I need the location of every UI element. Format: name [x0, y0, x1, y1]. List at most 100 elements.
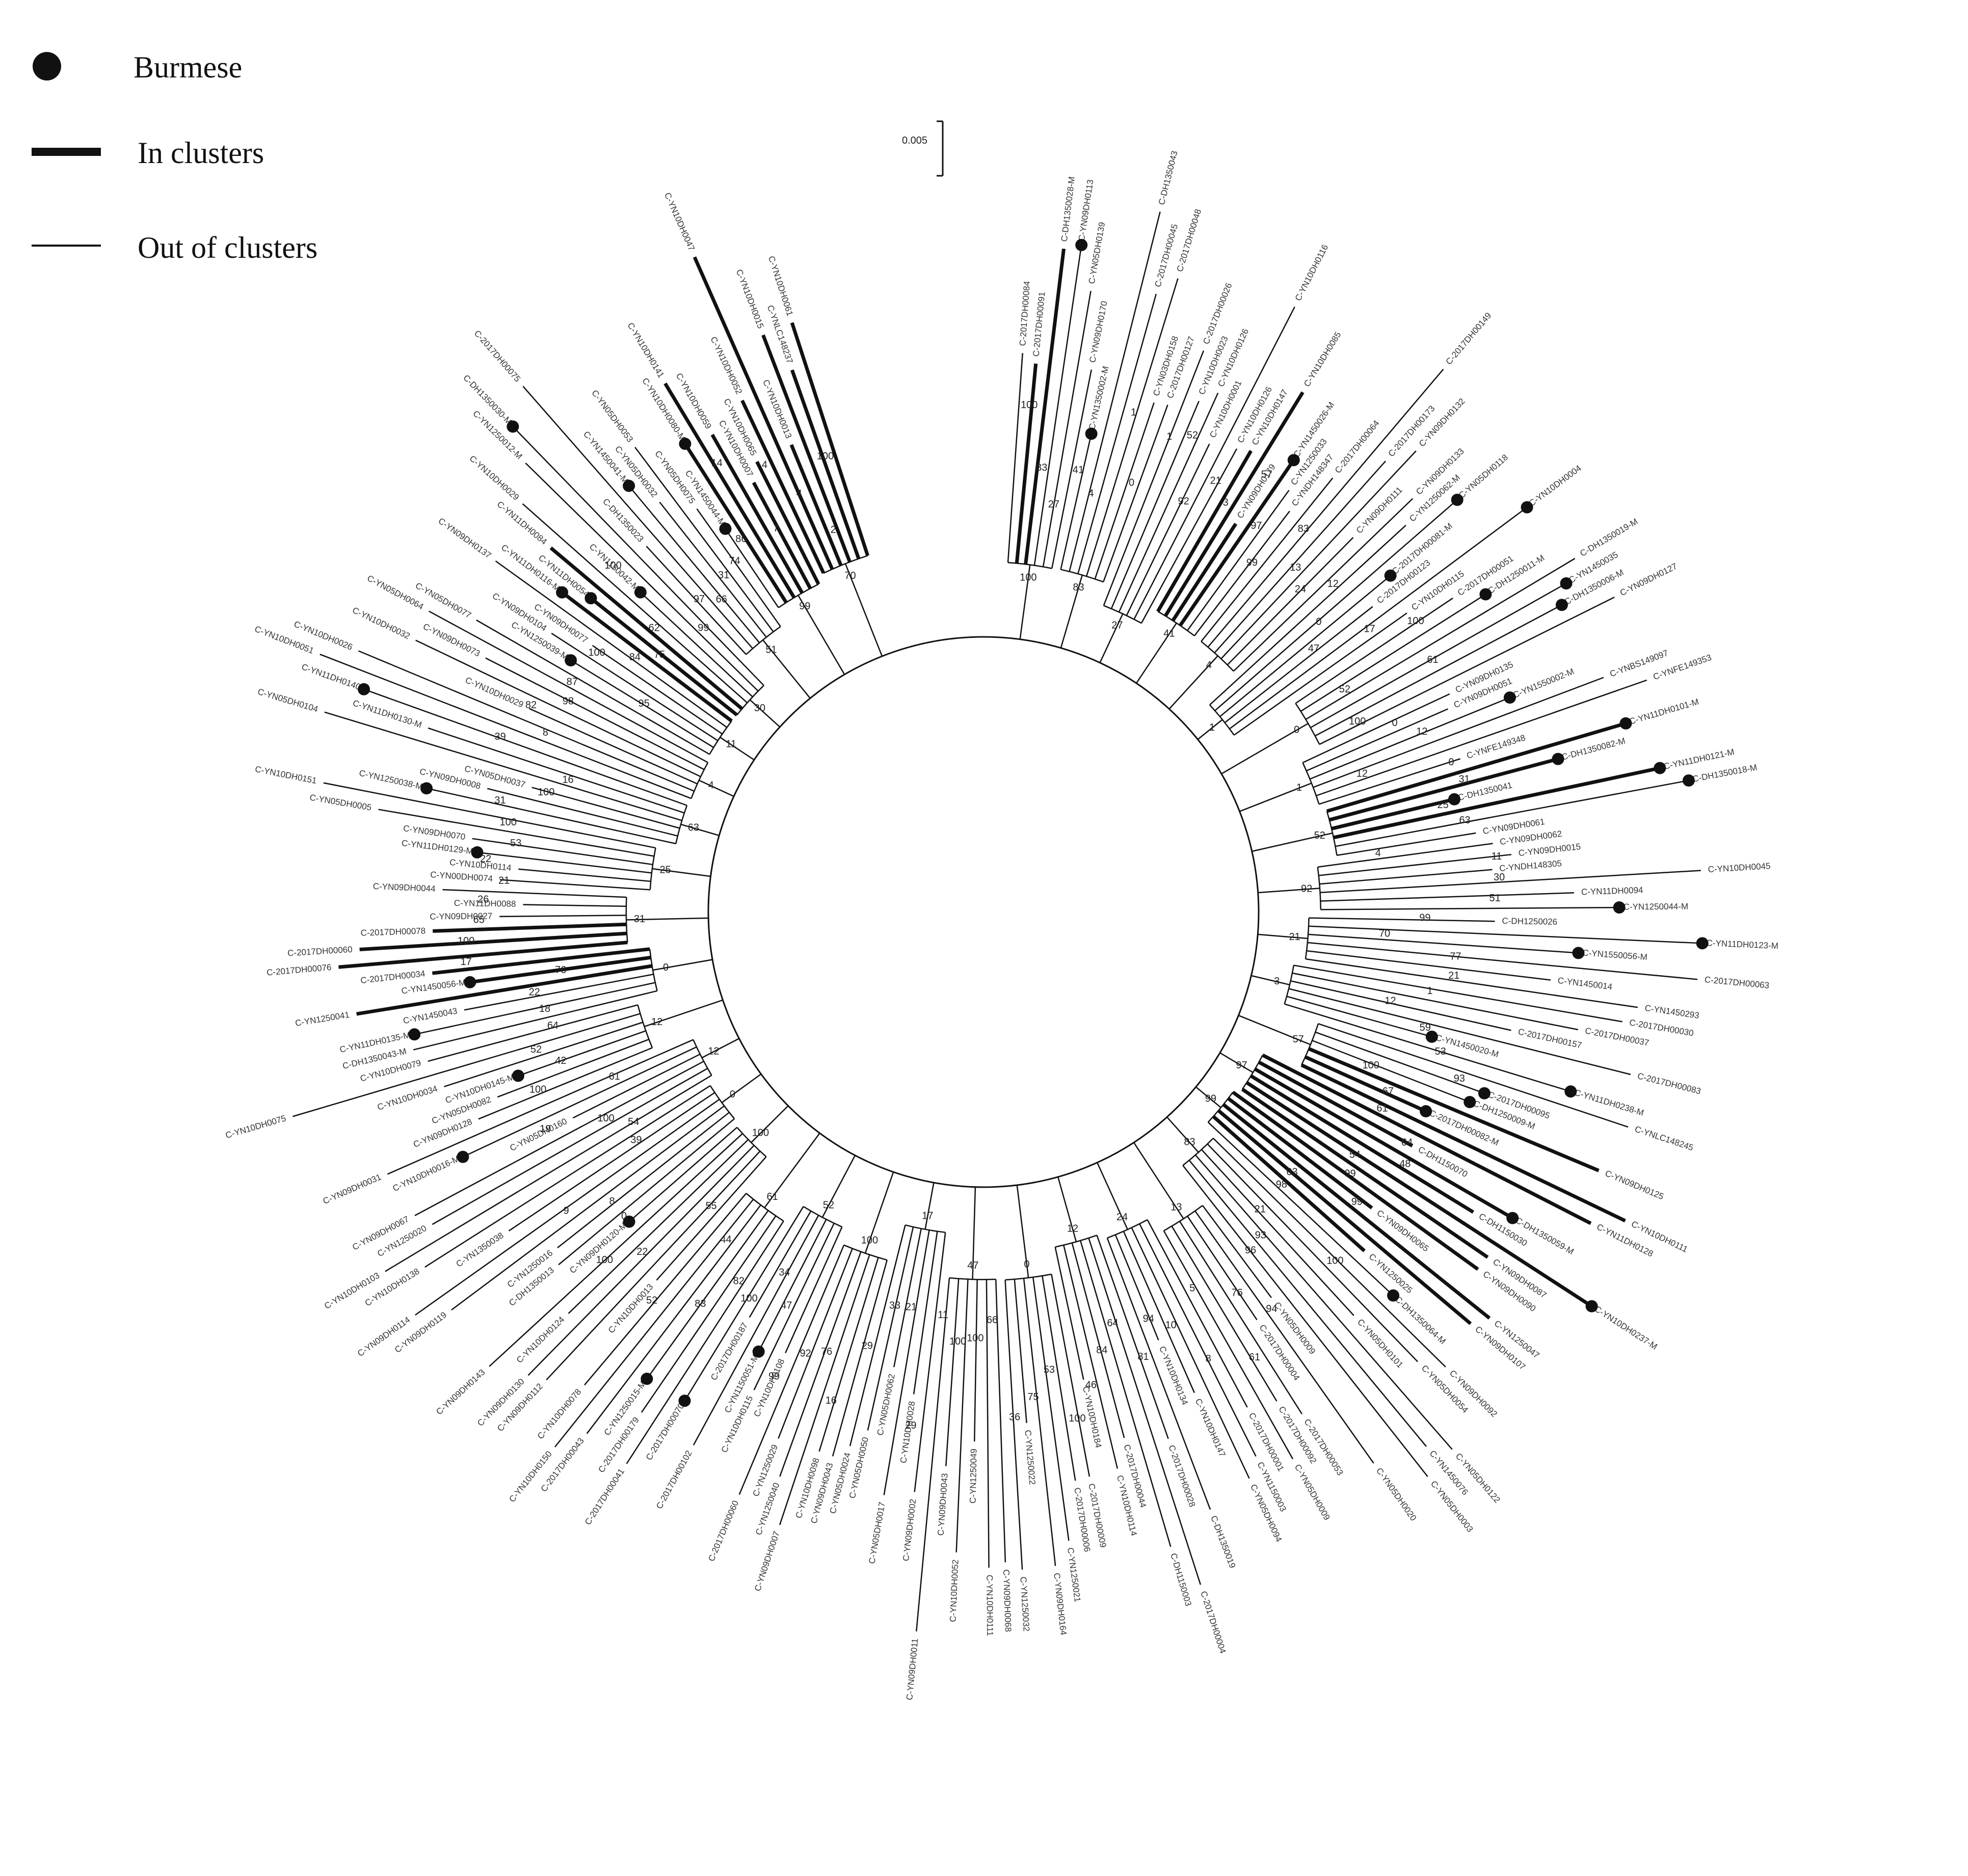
support-value: 3	[1274, 976, 1280, 987]
support-value: 52	[1339, 684, 1350, 695]
burmese-marker	[1696, 937, 1709, 950]
cluster-branch	[563, 593, 733, 722]
branch	[525, 462, 759, 692]
internal-branch	[644, 999, 723, 1028]
branch	[487, 788, 678, 837]
internal-branch	[1258, 888, 1320, 894]
support-value: 54	[1349, 1149, 1361, 1161]
support-value: 74	[729, 555, 740, 567]
burmese-marker	[1613, 901, 1626, 914]
scale-bar-label: 0.005	[902, 135, 927, 146]
branch	[1171, 1225, 1278, 1402]
branch	[1319, 596, 1615, 745]
support-value: 27	[1048, 499, 1059, 510]
branch	[945, 1278, 960, 1466]
support-value: 42	[555, 1055, 566, 1066]
branch	[1284, 1003, 1568, 1091]
support-value: 57	[1293, 1034, 1304, 1045]
support-value: 8	[1206, 1353, 1211, 1364]
branch	[974, 1279, 978, 1442]
branch	[417, 982, 656, 1035]
branch	[557, 1112, 730, 1248]
branch	[442, 889, 627, 898]
branch	[1306, 950, 1551, 981]
cluster-branch	[1241, 1087, 1489, 1259]
cluster-branch	[1227, 1097, 1373, 1210]
branch	[641, 1215, 777, 1413]
clade-arc	[1005, 1273, 1052, 1281]
clade-arc	[1302, 762, 1320, 805]
internal-branch	[864, 1171, 894, 1254]
branch	[1032, 1277, 1070, 1541]
branch	[648, 1210, 769, 1377]
cluster-branch	[693, 256, 834, 570]
legend: Burmese In clusters Out of clusters	[32, 50, 317, 264]
cluster-branch	[1300, 1063, 1626, 1223]
burmese-marker	[464, 976, 476, 988]
support-value: 9	[564, 1205, 569, 1217]
burmese-marker	[1387, 1289, 1400, 1302]
branch	[1110, 400, 1200, 609]
internal-branch	[797, 595, 845, 675]
burmese-marker	[678, 1395, 691, 1407]
legend-in-clusters-label: In clusters	[138, 136, 264, 170]
support-value: 4	[762, 459, 767, 470]
support-value: 21	[1289, 931, 1300, 943]
branch	[424, 1085, 711, 1268]
support-value: 97	[694, 594, 705, 605]
cluster-branch	[1217, 1109, 1472, 1325]
support-value: 63	[688, 822, 699, 833]
clade-arc	[709, 720, 732, 755]
branch	[785, 1226, 843, 1354]
branch	[849, 1225, 906, 1446]
internal-branch	[680, 823, 720, 836]
support-value: 22	[529, 987, 540, 998]
branch	[1214, 461, 1386, 654]
support-value: 5	[1189, 1283, 1195, 1294]
burmese-marker	[420, 782, 433, 795]
cluster-branch	[1331, 798, 1452, 830]
branch-group	[292, 211, 1701, 1631]
burmese-marker	[719, 522, 732, 535]
branch	[508, 1092, 715, 1231]
branch	[323, 782, 656, 849]
branch	[893, 1228, 922, 1368]
branch	[387, 1039, 694, 1175]
branch	[1202, 1205, 1272, 1298]
branch	[626, 1220, 784, 1464]
branch	[444, 1022, 644, 1087]
branch	[480, 852, 652, 874]
clade-arc	[949, 1277, 996, 1280]
support-value: 48	[1399, 1159, 1411, 1170]
branch	[659, 501, 767, 638]
burmese-marker	[1506, 1212, 1519, 1224]
cluster-branch	[790, 322, 870, 556]
branch	[1114, 1234, 1159, 1341]
support-value: 25	[660, 865, 671, 876]
branch	[749, 1211, 812, 1318]
burmese-marker	[1572, 947, 1585, 959]
support-value: 63	[1459, 815, 1470, 826]
support-value: 29	[862, 1340, 873, 1351]
support-value: 100	[817, 451, 834, 462]
branch	[832, 1259, 888, 1457]
branch	[527, 1145, 755, 1376]
support-value: 53	[1434, 1046, 1446, 1057]
burmese-marker	[1425, 1030, 1438, 1043]
clade-arc	[1163, 1204, 1203, 1231]
branch	[1315, 605, 1560, 737]
support-value: 0	[1392, 717, 1397, 729]
support-value: 46	[1085, 1380, 1097, 1391]
support-value: 100	[529, 1084, 546, 1095]
support-value: 22	[480, 853, 491, 865]
support-value: 0	[1129, 477, 1134, 489]
branch	[1007, 353, 1023, 563]
support-value: 99	[1344, 1168, 1355, 1179]
support-value: 100	[1020, 572, 1036, 583]
support-value: 1	[1427, 985, 1432, 997]
branch	[1163, 1230, 1294, 1460]
support-value: 99	[1351, 1196, 1363, 1208]
branch	[1054, 1247, 1084, 1380]
branch	[1042, 1275, 1076, 1481]
support-value: 57	[1261, 469, 1272, 480]
